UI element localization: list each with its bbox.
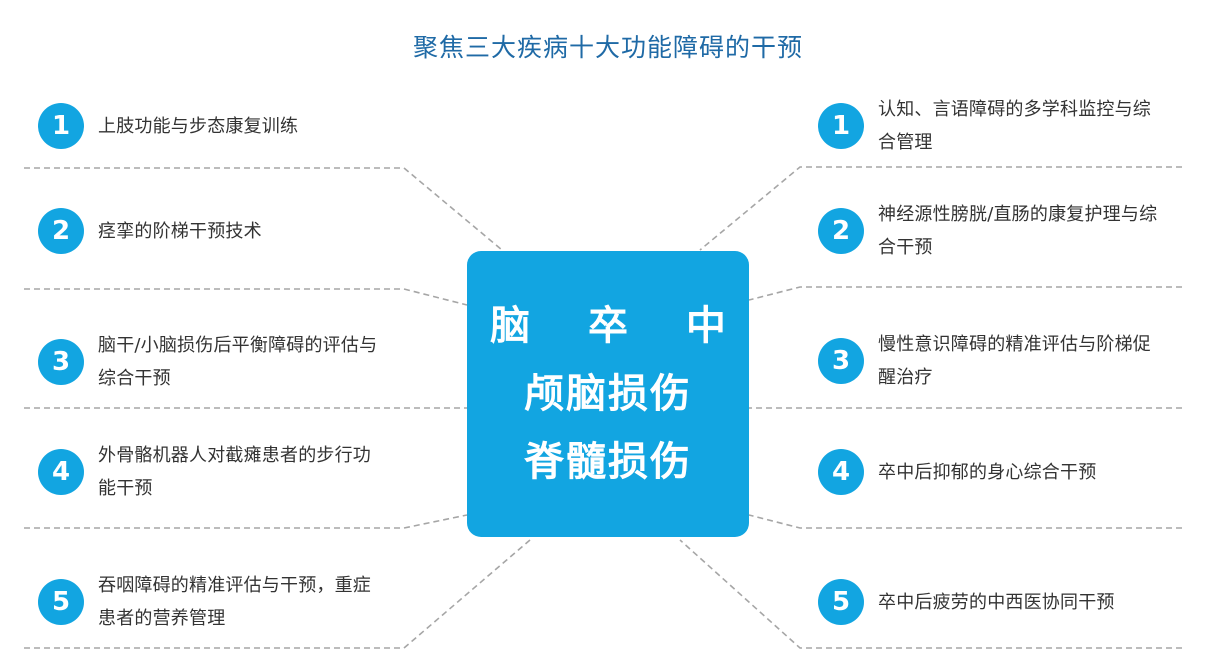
number-badge: 1 [38,103,84,149]
left-item-4: 4 外骨骼机器人对截瘫患者的步行功能干预 [38,413,408,531]
left-item-3: 3 脑干/小脑损伤后平衡障碍的评估与综合干预 [38,303,408,421]
left-item-text: 脑干/小脑损伤后平衡障碍的评估与综合干预 [98,335,378,389]
right-item-1: 1 认知、言语障碍的多学科监控与综合管理 [818,67,1178,185]
right-separator-1 [699,166,1182,251]
right-item-2: 2 神经源性膀胱/直肠的康复护理与综合干预 [818,172,1178,290]
diagram-title: 聚焦三大疾病十大功能障碍的干预 [412,33,803,62]
right-item-3: 3 慢性意识障碍的精准评估与阶梯促醒治疗 [818,302,1178,420]
number-badge: 5 [38,579,84,625]
center-line-spinal-injury: 脊髓损伤 [524,439,692,485]
left-item-2: 2 痉挛的阶梯干预技术 [38,172,408,290]
right-item-text: 慢性意识障碍的精准评估与阶梯促醒治疗 [878,334,1151,388]
number-badge: 1 [818,103,864,149]
left-item-text: 吞咽障碍的精准评估与干预，重症患者的营养管理 [98,575,371,629]
right-separator-2 [748,286,1182,301]
number-badge: 4 [38,449,84,495]
center-line-stroke: 脑 卒 中 [490,303,748,349]
number-badge: 5 [818,579,864,625]
left-separator-2 [24,288,468,306]
right-item-5: 5 卒中后疲劳的中西医协同干预 [818,543,1178,661]
right-item-4: 4 卒中后抑郁的身心综合干预 [818,413,1178,531]
number-badge: 2 [818,208,864,254]
right-separator-5 [679,539,1182,649]
right-separator-4 [748,514,1182,529]
left-item-1: 1 上肢功能与步态康复训练 [38,67,408,185]
right-item-text: 卒中后疲劳的中西医协同干预 [878,591,1115,613]
number-badge: 4 [818,449,864,495]
right-item-text: 认知、言语障碍的多学科监控与综合管理 [878,99,1151,153]
left-item-5: 5 吞咽障碍的精准评估与干预，重症患者的营养管理 [38,543,408,661]
left-item-text: 外骨骼机器人对截瘫患者的步行功能干预 [98,445,371,499]
center-line-brain-injury: 颅脑损伤 [524,371,692,417]
left-separator-4 [24,514,468,529]
left-separator-1 [24,167,503,251]
number-badge: 3 [818,338,864,384]
center-disease-box: 脑 卒 中 颅脑损伤 脊髓损伤 [467,251,749,537]
right-item-text: 卒中后抑郁的身心综合干预 [878,461,1097,483]
number-badge: 3 [38,339,84,385]
number-badge: 2 [38,208,84,254]
right-item-text: 神经源性膀胱/直肠的康复护理与综合干预 [878,204,1158,258]
left-separator-5 [24,539,531,649]
left-item-text: 上肢功能与步态康复训练 [98,115,299,137]
left-item-text: 痉挛的阶梯干预技术 [98,220,262,242]
